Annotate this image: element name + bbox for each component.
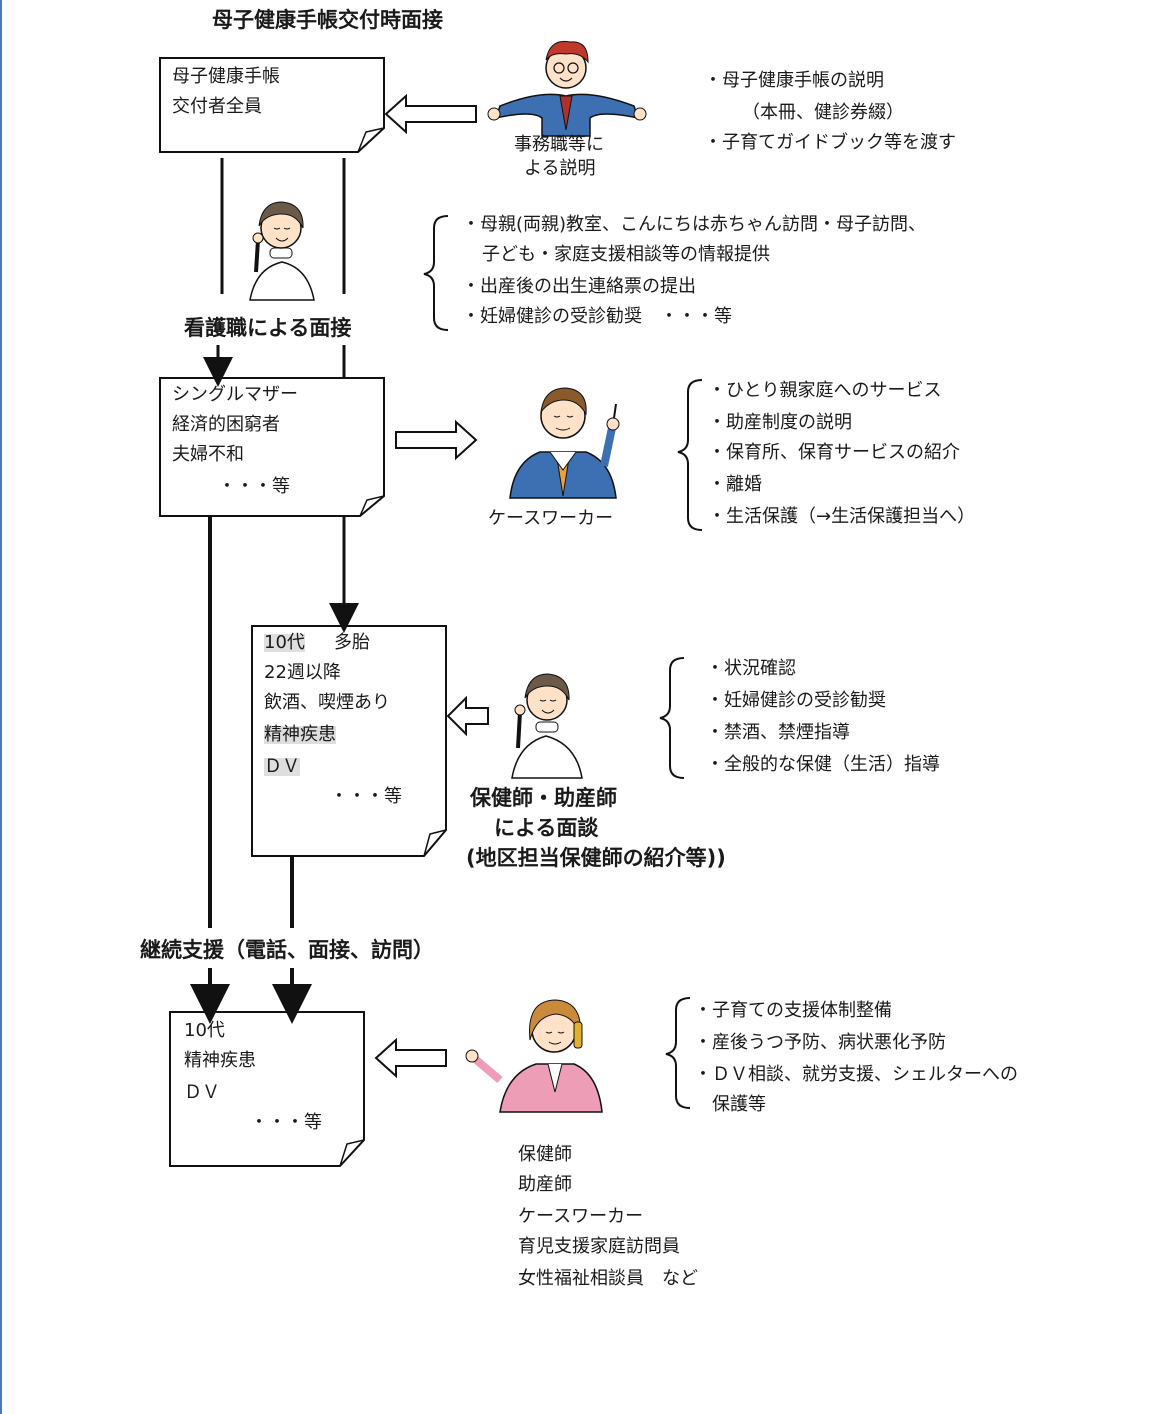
box2-line-2: 経済的困窮者 xyxy=(172,414,280,435)
page-title: 母子健康手帳交付時面接 xyxy=(212,8,443,32)
office-note-1: ・母子健康手帳の説明 xyxy=(704,70,884,91)
box3-line-1a: 10代 xyxy=(264,632,305,653)
midwife-note-3: ・禁酒、禁煙指導 xyxy=(706,722,850,743)
midwife-note-4: ・全般的な保健（生活）指導 xyxy=(706,754,940,775)
box-all-recipients xyxy=(159,57,385,153)
nurse-note-3: ・出産後の出生連絡票の提出 xyxy=(462,276,696,297)
box3-line-2: 22週以降 xyxy=(264,662,341,683)
midwife-note-2: ・妊婦健診の受診勧奨 xyxy=(706,690,886,711)
caseworker-note-4: ・離婚 xyxy=(708,474,762,495)
box4-line-1: 10代 xyxy=(184,1020,225,1041)
brace-caseworker-notes xyxy=(677,379,703,531)
final-note-1: ・子育ての支援体制整備 xyxy=(694,1000,892,1021)
box2-line-1: シングルマザー xyxy=(172,384,298,405)
box4-line-3: ＤＶ xyxy=(184,1082,220,1103)
box1-line-1: 母子健康手帳 xyxy=(172,66,280,87)
arrow-left-3 xyxy=(446,695,489,737)
box-continuing-cases xyxy=(169,1011,365,1167)
brace-final-notes xyxy=(665,997,691,1109)
box2-line-4: ・・・等 xyxy=(218,476,290,497)
office-note-3: ・子育てガイドブック等を渡す xyxy=(704,132,956,153)
final-note-2: ・産後うつ予防、病状悪化予防 xyxy=(694,1032,946,1053)
caseworker-label: ケースワーカー xyxy=(488,508,614,529)
box3-line-1b: 多胎 xyxy=(334,632,370,653)
staff-list-item-1: 保健師 xyxy=(518,1144,572,1165)
nurse-interview-label: 看護職による面接 xyxy=(184,316,352,340)
office-note-2: （本冊、健診券綴） xyxy=(742,102,904,123)
box3-line-6: ・・・等 xyxy=(330,786,402,807)
final-note-4: 保護等 xyxy=(712,1094,766,1115)
midwife-label-1: 保健師・助産師 xyxy=(470,786,617,810)
caseworker-note-3: ・保育所、保育サービスの紹介 xyxy=(708,442,960,463)
box3-line-5: ＤＶ xyxy=(264,756,300,777)
brace-nurse-notes xyxy=(423,215,449,331)
caseworker-note-2: ・助産制度の説明 xyxy=(708,412,852,433)
arrow-left-1 xyxy=(384,93,477,135)
nurse-note-1: ・母親(両親)教室、こんにちは赤ちゃん訪問・母子訪問、 xyxy=(462,214,927,235)
box3-line-4: 精神疾患 xyxy=(264,724,336,745)
staff-list-item-5: 女性福祉相談員 など xyxy=(518,1268,698,1289)
box-medical-risk xyxy=(251,625,447,857)
caseworker-note-5: ・生活保護（→生活保護担当へ） xyxy=(708,506,976,527)
nurse-note-4: ・妊婦健診の受診勧奨 ・・・等 xyxy=(462,306,732,327)
page-left-border xyxy=(0,0,2,1414)
continuing-support-label: 継続支援（電話、面接、訪問） xyxy=(140,938,434,962)
phone-counselor-figure-icon xyxy=(465,999,603,1113)
arrow-left-4 xyxy=(374,1037,447,1079)
box4-line-4: ・・・等 xyxy=(250,1112,322,1133)
staff-list-item-4: 育児支援家庭訪問員 xyxy=(518,1236,680,1257)
box2-line-3: 夫婦不和 xyxy=(172,444,244,465)
caseworker-figure-icon xyxy=(509,387,620,499)
nurse-figure-icon xyxy=(249,201,315,301)
box-social-risk xyxy=(159,377,385,517)
arrow-right-2 xyxy=(395,419,478,461)
midwife-figure-icon xyxy=(511,673,583,779)
midwife-label-2: による面談 xyxy=(494,816,599,840)
caseworker-note-1: ・ひとり親家庭へのサービス xyxy=(708,380,942,401)
office-staff-label-1: 事務職等に xyxy=(514,134,604,155)
office-staff-figure-icon xyxy=(487,40,647,137)
midwife-label-3: (地区担当保健師の紹介等)) xyxy=(466,846,726,870)
box4-line-2: 精神疾患 xyxy=(184,1050,256,1071)
box1-line-2: 交付者全員 xyxy=(172,96,262,117)
midwife-note-1: ・状況確認 xyxy=(706,658,796,679)
staff-list-item-2: 助産師 xyxy=(518,1174,572,1195)
box3-line-3: 飲酒、喫煙あり xyxy=(264,692,390,713)
office-staff-label-2: よる説明 xyxy=(524,158,596,179)
nurse-note-2: 子ども・家庭支援相談等の情報提供 xyxy=(482,244,770,265)
staff-list-item-3: ケースワーカー xyxy=(518,1206,644,1227)
final-note-3: ・ＤＶ相談、就労支援、シェルターへの xyxy=(694,1064,1018,1085)
brace-midwife-notes xyxy=(659,657,685,779)
